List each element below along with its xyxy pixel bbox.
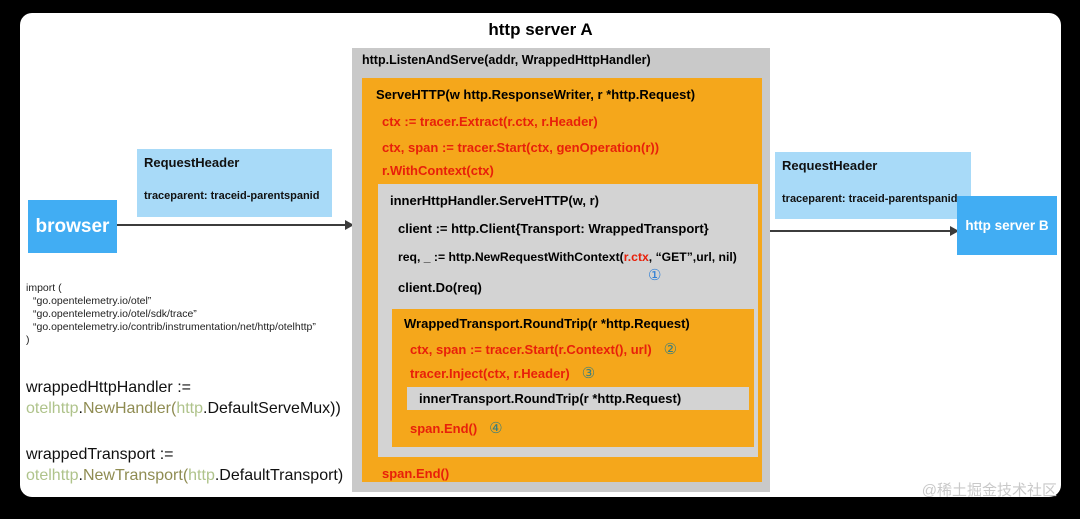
request-arrow-left <box>117 220 354 230</box>
inner-handler-signature: innerHttpHandler.ServeHTTP(w, r) <box>390 193 599 208</box>
import-block: import ( “go.opentelemetry.io/otel” “go.… <box>26 282 316 347</box>
transport-start-line: ctx, span := tracer.Start(r.Context(), u… <box>410 340 677 358</box>
req-ctx-arg: r.ctx <box>623 250 649 264</box>
fn-new-transport: NewTransport( <box>82 467 189 484</box>
traceparent-value: traceparent: traceid-parentspanid <box>144 190 320 202</box>
pkg-http: http <box>188 467 215 484</box>
arrow-right-icon <box>950 226 959 236</box>
import-path: “go.opentelemetry.io/contrib/instrumenta… <box>33 321 316 333</box>
inner-transport-signature: innerTransport.RoundTrip(r *http.Request… <box>419 391 682 406</box>
new-request-prefix: req, _ := http.NewRequestWithContext( <box>398 250 624 264</box>
step-4-badge: ④ <box>489 420 503 437</box>
serve-http-signature: ServeHTTP(w http.ResponseWriter, r *http… <box>376 87 696 102</box>
server-b-label: http server B <box>965 218 1049 233</box>
client-line: client := http.Client{Transport: Wrapped… <box>398 221 709 236</box>
dot: . <box>203 400 208 417</box>
new-request-suffix: , “GET”,url, nil) <box>648 250 737 264</box>
handler-assign-lhs: wrappedHttpHandler := <box>26 379 191 396</box>
handler-assign-rhs: otelhttp.NewHandler(http.DefaultServeMux… <box>26 398 341 419</box>
tracer-inject-text: tracer.Inject(ctx, r.Header) <box>410 366 570 381</box>
transport-assign-rhs: otelhttp.NewTransport(http.DefaultTransp… <box>26 465 343 486</box>
handler-assign-tail: DefaultServeMux)) <box>207 400 341 417</box>
diagram-card: http server A browser RequestHeader trac… <box>20 13 1061 499</box>
pkg-otelhttp: otelhttp <box>26 400 79 417</box>
fn-new-handler: NewHandler( <box>82 400 177 417</box>
import-close: ) <box>26 334 30 346</box>
browser-node: browser <box>28 200 117 253</box>
import-open: import ( <box>26 282 62 294</box>
browser-label: browser <box>35 215 110 237</box>
dot: . <box>78 400 83 417</box>
wrapped-transport-code: wrappedTransport := otelhttp.NewTranspor… <box>26 444 343 486</box>
request-arrow-right <box>770 226 959 236</box>
new-request-line: req, _ := http.NewRequestWithContext(r.c… <box>398 250 737 264</box>
dot: . <box>78 467 83 484</box>
wrapped-handler-code: wrappedHttpHandler := otelhttp.NewHandle… <box>26 377 341 419</box>
watermark: @稀土掘金技术社区 <box>921 482 1057 499</box>
server-a-box: http.ListenAndServe(addr, WrappedHttpHan… <box>352 48 770 492</box>
wrapped-transport-signature: WrappedTransport.RoundTrip(r *http.Reque… <box>404 316 690 331</box>
transport-assign-lhs: wrappedTransport := <box>26 446 174 463</box>
traceparent-value: traceparent: traceid-parentspanid <box>782 193 958 205</box>
dot: . <box>214 467 220 484</box>
client-do-line: client.Do(req) <box>398 280 482 295</box>
import-path: “go.opentelemetry.io/otel” <box>33 295 152 307</box>
arrow-right-icon <box>345 220 354 230</box>
inner-handler-box: innerHttpHandler.ServeHTTP(w, r) client … <box>378 184 758 457</box>
outer-span-end-line: span.End() <box>382 466 450 481</box>
transport-span-end-line: span.End() ④ <box>410 419 503 437</box>
pkg-http: http <box>176 400 203 417</box>
with-context-line: r.WithContext(ctx) <box>382 163 494 178</box>
page-title: http server A <box>488 20 593 39</box>
wrapped-transport-box: WrappedTransport.RoundTrip(r *http.Reque… <box>392 309 754 447</box>
import-path: “go.opentelemetry.io/otel/sdk/trace” <box>33 308 197 320</box>
request-header-title: RequestHeader <box>782 158 878 173</box>
transport-start-text: ctx, span := tracer.Start(r.Context(), u… <box>410 342 652 357</box>
pkg-otelhttp: otelhttp <box>26 467 79 484</box>
transport-assign-tail: DefaultTransport) <box>219 467 344 484</box>
request-header-title: RequestHeader <box>144 155 240 170</box>
step-3-badge: ③ <box>581 365 596 382</box>
request-header-box-left: RequestHeader traceparent: traceid-paren… <box>137 149 332 217</box>
serve-http-box: ServeHTTP(w http.ResponseWriter, r *http… <box>362 78 762 482</box>
tracer-start-line: ctx, span := tracer.Start(ctx, genOperat… <box>382 140 660 155</box>
transport-span-end-text: span.End() <box>410 421 478 436</box>
server-b-node: http server B <box>957 196 1057 255</box>
listen-and-serve-label: http.ListenAndServe(addr, WrappedHttpHan… <box>362 53 651 67</box>
step-1-badge: ① <box>648 267 662 284</box>
inner-transport-box: innerTransport.RoundTrip(r *http.Request… <box>407 387 749 410</box>
tracer-extract-line: ctx := tracer.Extract(r.ctx, r.Header) <box>382 114 598 129</box>
step-2-badge: ② <box>663 341 678 358</box>
tracer-inject-line: tracer.Inject(ctx, r.Header) ③ <box>410 364 595 382</box>
request-header-box-right: RequestHeader traceparent: traceid-paren… <box>775 152 971 219</box>
